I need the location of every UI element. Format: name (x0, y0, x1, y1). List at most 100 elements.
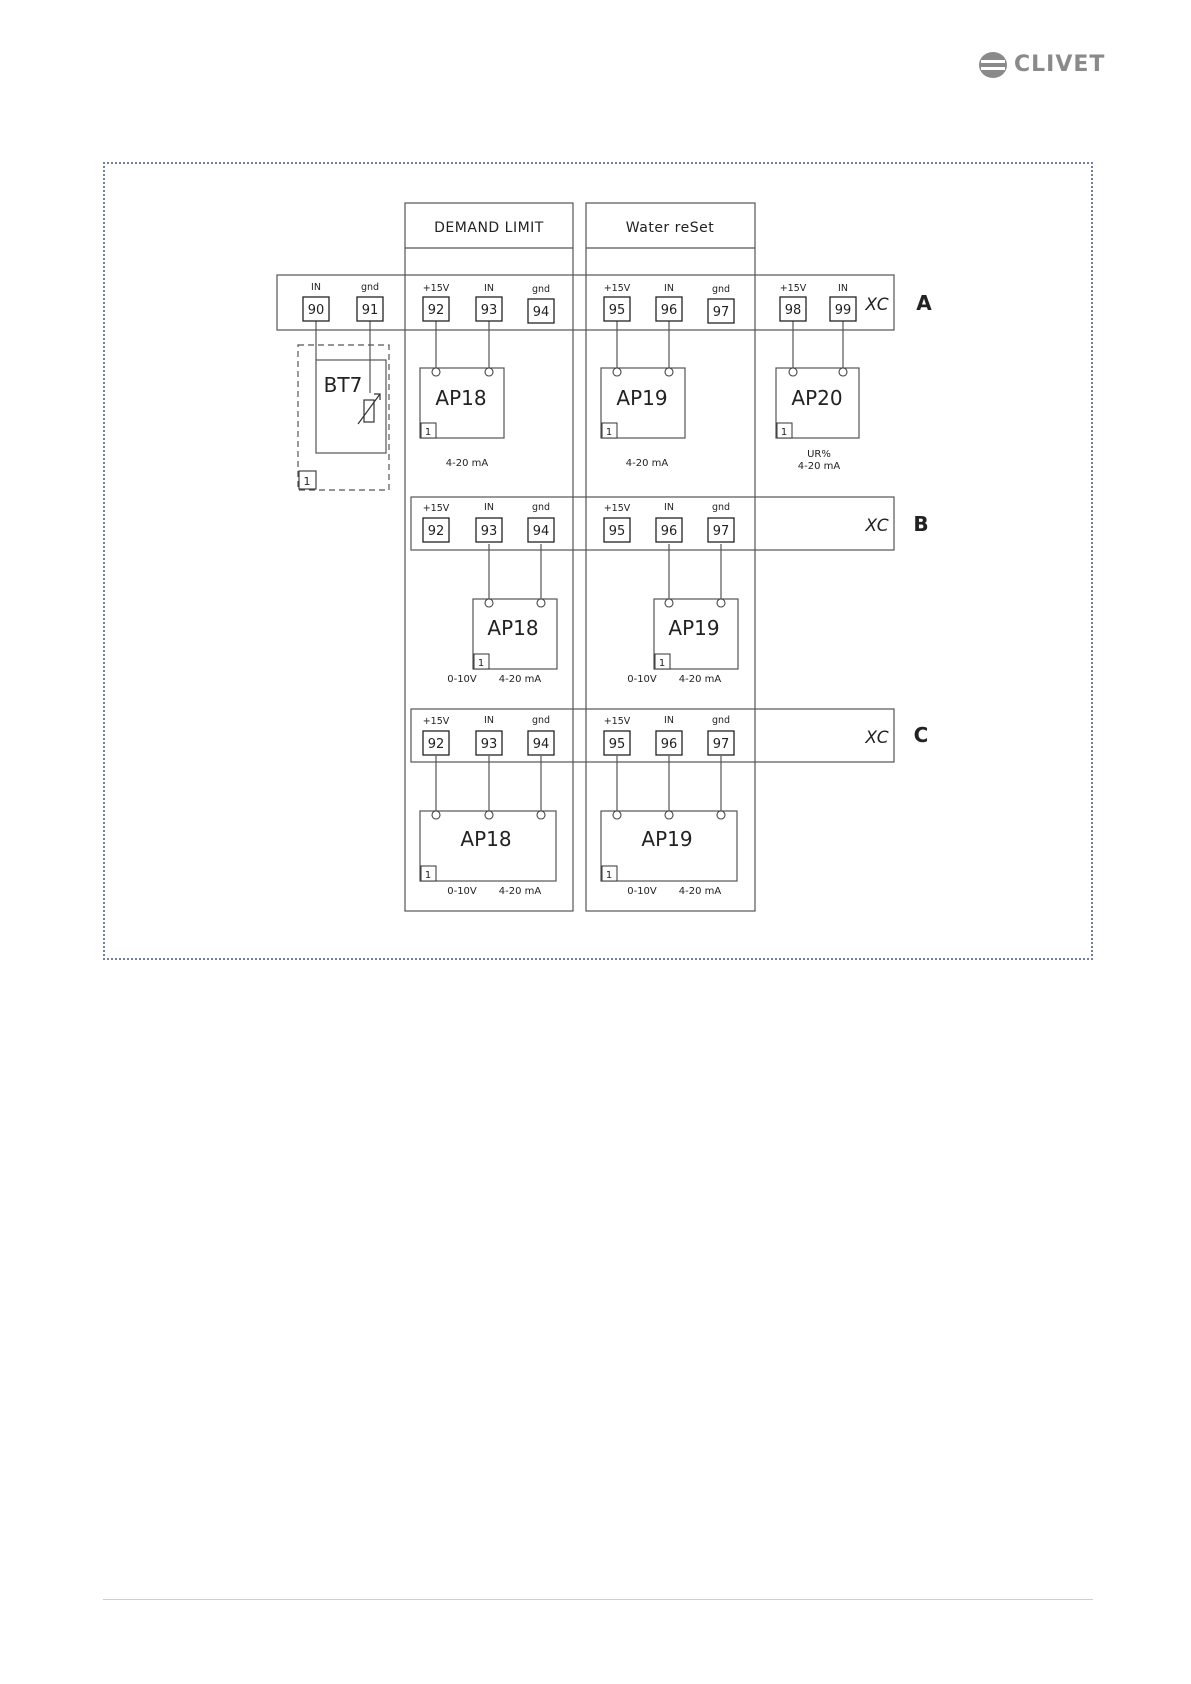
svg-text:1: 1 (781, 427, 787, 438)
svg-text:+15V: +15V (423, 503, 450, 514)
svg-text:gnd: gnd (712, 502, 730, 513)
group-label-water-reset: Water reSet (626, 220, 714, 236)
svg-text:gnd: gnd (712, 715, 730, 726)
svg-text:4-20 mA: 4-20 mA (798, 461, 841, 472)
svg-text:0-10V: 0-10V (447, 674, 477, 685)
svg-text:96: 96 (661, 303, 678, 318)
terminal-a-98: +15V 98 (779, 283, 807, 322)
xc-label-a: XC (864, 295, 888, 315)
terminal-row-a: IN 90 gnd 91 +15V 92 IN 93 gnd 94 +15V 9… (302, 282, 889, 324)
terminal-a-93: IN 93 (475, 283, 503, 322)
svg-text:+15V: +15V (604, 716, 631, 727)
clivet-logo-text: CLIVET (1014, 52, 1106, 77)
terminal-a-99: IN 99 (829, 283, 857, 322)
svg-text:IN: IN (664, 502, 674, 513)
xc-label-c: XC (864, 728, 888, 748)
svg-text:1: 1 (478, 658, 484, 669)
svg-text:+15V: +15V (780, 283, 807, 294)
svg-text:92: 92 (428, 303, 445, 318)
terminal-b-92: +15V 92 (422, 503, 450, 543)
svg-text:AP20: AP20 (791, 386, 842, 410)
group-label-demand-limit: DEMAND LIMIT (434, 220, 544, 236)
svg-text:92: 92 (428, 524, 445, 539)
terminal-c-95: +15V 95 (603, 716, 631, 756)
terminal-c-96: IN 96 (655, 715, 683, 756)
svg-text:4-20 mA: 4-20 mA (499, 886, 542, 897)
row-letter-c: C (914, 723, 929, 747)
device-a-ap20: AP20 1 UR% 4-20 mA (776, 386, 843, 472)
terminal-c-93: IN 93 (475, 715, 503, 756)
svg-text:gnd: gnd (361, 282, 379, 293)
svg-text:95: 95 (609, 303, 626, 318)
svg-text:+15V: +15V (604, 283, 631, 294)
svg-text:95: 95 (609, 524, 626, 539)
xc-label-b: XC (864, 516, 888, 536)
svg-text:4-20 mA: 4-20 mA (679, 674, 722, 685)
svg-text:4-20 mA: 4-20 mA (499, 674, 542, 685)
device-c-ap19: AP19 1 0-10V 4-20 mA (601, 827, 721, 897)
terminal-b-96: IN 96 (655, 502, 683, 543)
sensor-bt7: BT7 1 (298, 373, 362, 490)
terminal-a-95: +15V 95 (603, 283, 631, 322)
device-c-ap18: AP18 1 0-10V 4-20 mA (420, 827, 542, 897)
svg-text:gnd: gnd (532, 284, 550, 295)
svg-text:93: 93 (481, 303, 498, 318)
svg-text:99: 99 (835, 303, 852, 318)
svg-text:97: 97 (713, 737, 730, 752)
device-b-ap19: AP19 1 0-10V 4-20 mA (627, 616, 721, 685)
svg-text:gnd: gnd (532, 715, 550, 726)
terminal-a-91: gnd 91 (356, 282, 384, 322)
svg-text:+15V: +15V (423, 716, 450, 727)
svg-text:AP19: AP19 (641, 827, 692, 851)
svg-text:AP19: AP19 (668, 616, 719, 640)
svg-text:93: 93 (481, 737, 498, 752)
svg-text:4-20 mA: 4-20 mA (626, 458, 669, 469)
svg-text:gnd: gnd (712, 284, 730, 295)
svg-text:AP18: AP18 (435, 386, 486, 410)
svg-text:93: 93 (481, 524, 498, 539)
svg-text:IN: IN (484, 283, 494, 294)
svg-text:94: 94 (533, 524, 550, 539)
device-a-ap18: AP18 1 4-20 mA (420, 386, 489, 469)
row-letter-a: A (916, 291, 932, 315)
diagram-frame (103, 162, 1093, 960)
terminal-row-c: +15V 92 IN 93 gnd 94 +15V 95 IN 96 gnd 9… (422, 715, 889, 756)
svg-text:IN: IN (311, 282, 321, 293)
terminal-a-90: IN 90 (302, 282, 330, 322)
footer-divider (103, 1599, 1093, 1600)
terminal-a-97: gnd 97 (707, 284, 735, 324)
svg-text:+15V: +15V (423, 283, 450, 294)
svg-text:+15V: +15V (604, 503, 631, 514)
svg-text:AP18: AP18 (487, 616, 538, 640)
svg-text:IN: IN (484, 502, 494, 513)
svg-text:98: 98 (785, 303, 802, 318)
terminal-b-95: +15V 95 (603, 503, 631, 543)
svg-text:1: 1 (425, 870, 431, 881)
svg-text:96: 96 (661, 524, 678, 539)
svg-text:IN: IN (664, 715, 674, 726)
terminal-c-92: +15V 92 (422, 716, 450, 756)
terminal-a-96: IN 96 (655, 283, 683, 322)
terminal-row-b: +15V 92 IN 93 gnd 94 +15V 95 IN 96 gnd 9… (422, 502, 889, 543)
svg-text:IN: IN (664, 283, 674, 294)
terminal-b-94: gnd 94 (527, 502, 555, 543)
clivet-logo: CLIVET (978, 50, 1104, 80)
svg-text:4-20 mA: 4-20 mA (446, 458, 489, 469)
svg-text:95: 95 (609, 737, 626, 752)
svg-text:AP19: AP19 (616, 386, 667, 410)
svg-text:IN: IN (838, 283, 848, 294)
device-b-ap18: AP18 1 0-10V 4-20 mA (447, 616, 541, 685)
terminal-b-93: IN 93 (475, 502, 503, 543)
svg-text:94: 94 (533, 305, 550, 320)
terminal-c-94: gnd 94 (527, 715, 555, 756)
svg-text:90: 90 (308, 303, 325, 318)
device-a-ap19: AP19 1 4-20 mA (601, 386, 669, 469)
svg-text:97: 97 (713, 524, 730, 539)
clivet-logo-mark-icon (978, 50, 1008, 80)
svg-text:gnd: gnd (532, 502, 550, 513)
svg-text:1: 1 (659, 658, 665, 669)
svg-text:91: 91 (362, 303, 379, 318)
terminal-b-97: gnd 97 (707, 502, 735, 543)
svg-text:0-10V: 0-10V (627, 886, 657, 897)
